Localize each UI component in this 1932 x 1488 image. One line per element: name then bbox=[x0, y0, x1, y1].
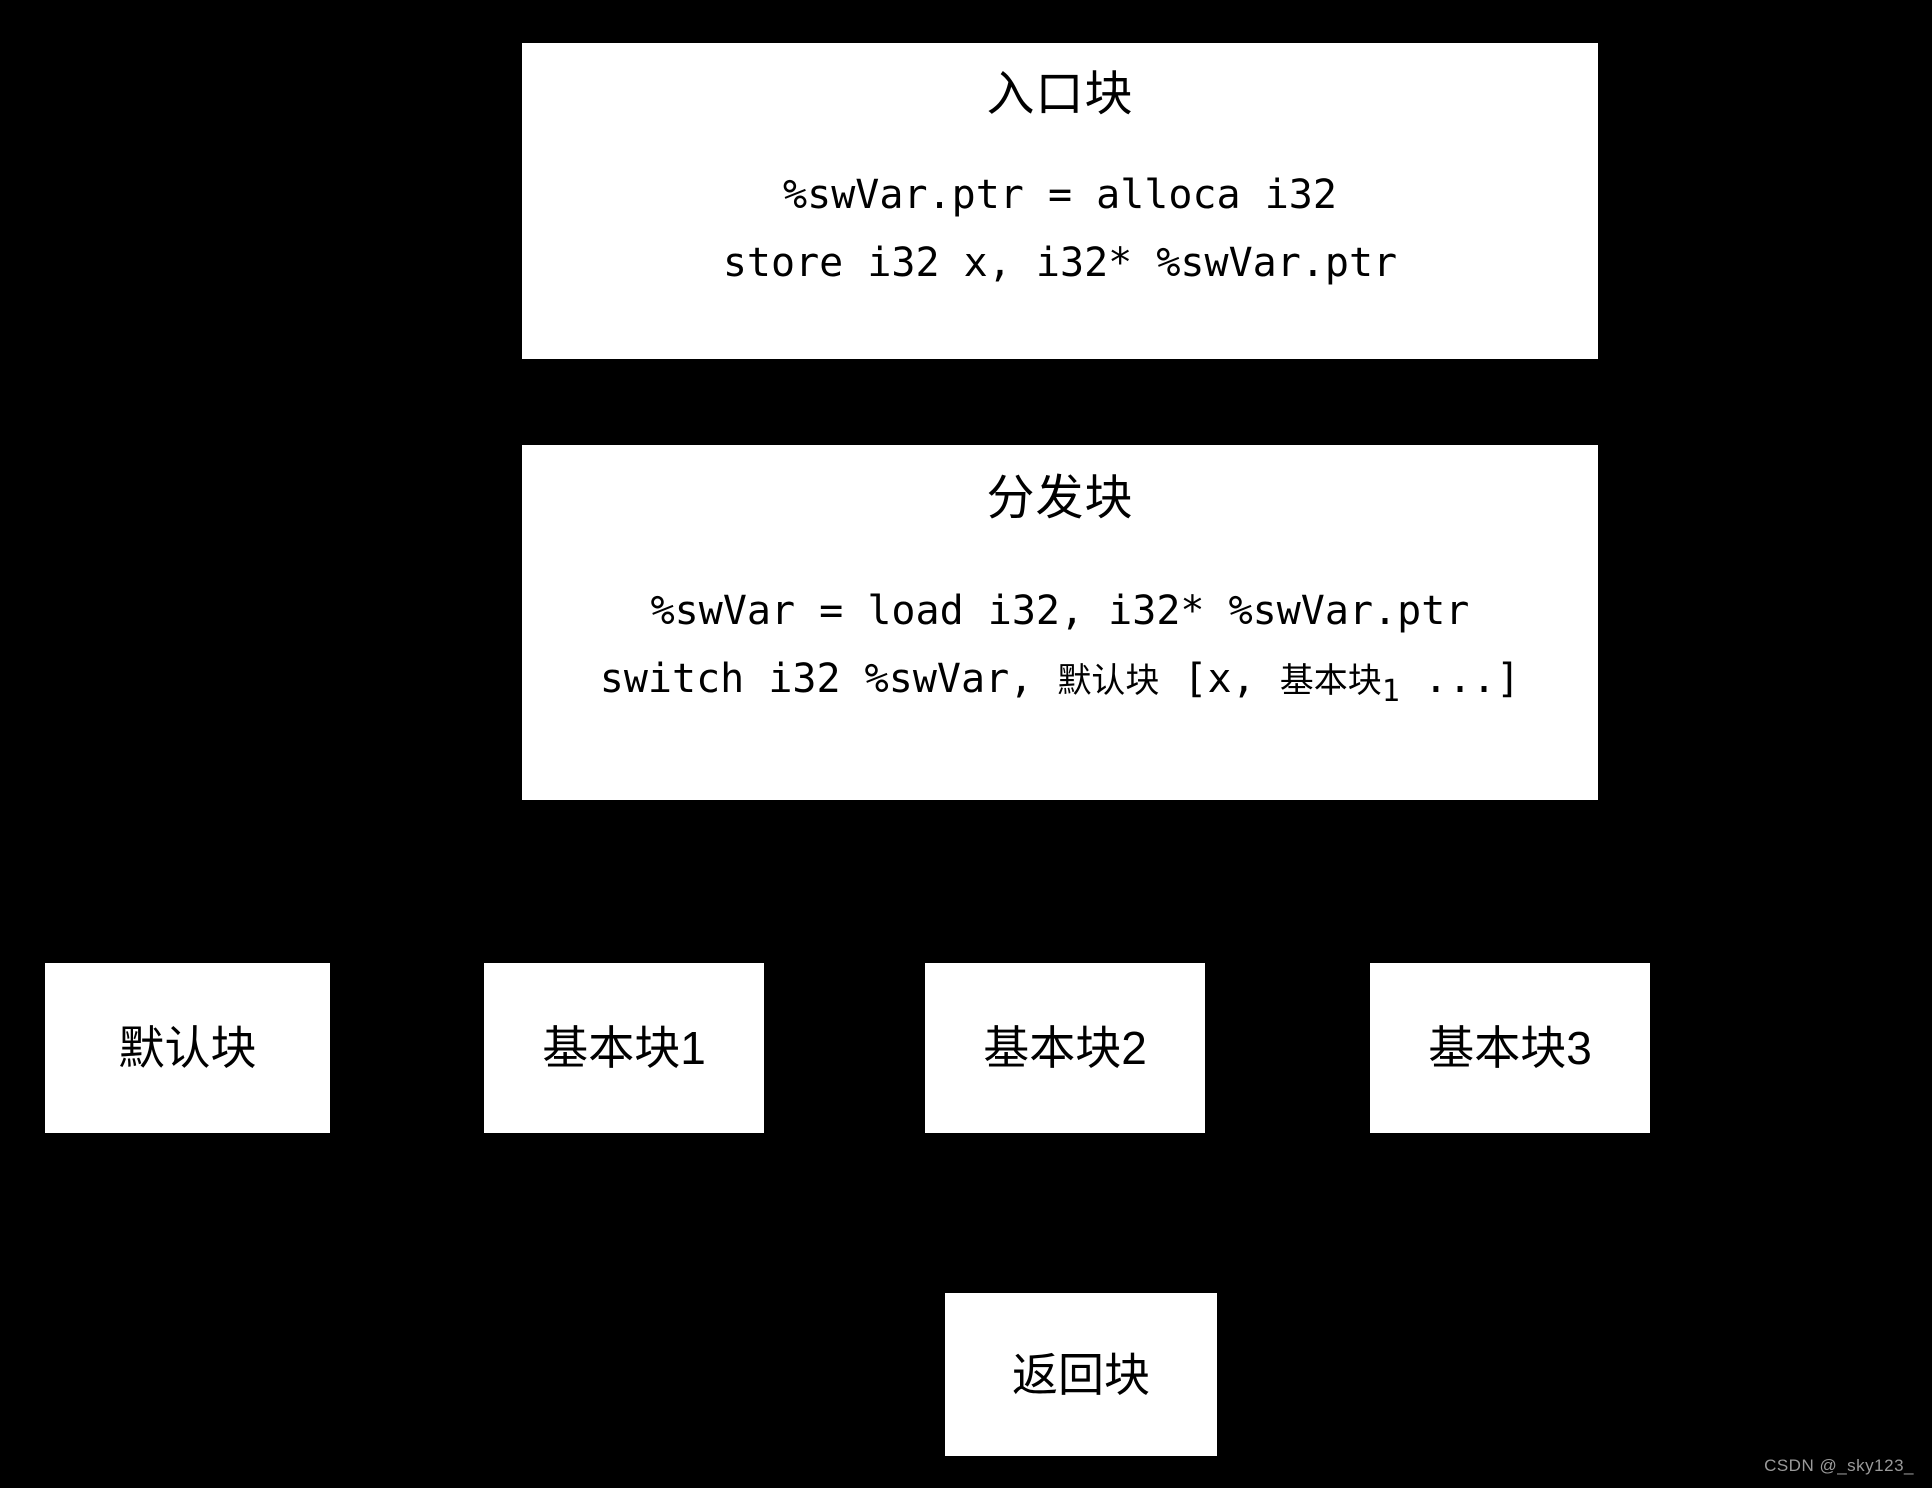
switch-ellipsis: ... bbox=[1399, 656, 1497, 702]
switch-bracket-open: [x, bbox=[1159, 656, 1280, 702]
dispatch-code-line-1: %swVar = load i32, i32* %swVar.ptr bbox=[650, 588, 1470, 634]
basic-block-2[interactable]: 基本块2 bbox=[925, 963, 1205, 1133]
entry-block[interactable]: 入口块 %swVar.ptr = alloca i32 store i32 x,… bbox=[522, 43, 1598, 359]
basic-block-2-label: 基本块2 bbox=[983, 1022, 1147, 1074]
switch-bracket-close: ] bbox=[1496, 656, 1521, 702]
entry-block-title: 入口块 bbox=[986, 68, 1134, 121]
switch-case-label: 基本块 bbox=[1279, 662, 1382, 700]
dispatch-block-title: 分发块 bbox=[986, 472, 1134, 525]
entry-block-code: %swVar.ptr = alloca i32 store i32 x, i32… bbox=[522, 161, 1598, 297]
return-block-label: 返回块 bbox=[1012, 1348, 1150, 1401]
basic-block-1[interactable]: 基本块1 bbox=[484, 963, 764, 1133]
entry-code-line-2: store i32 x, i32* %swVar.ptr bbox=[722, 240, 1398, 286]
dispatch-block-code: %swVar = load i32, i32* %swVar.ptr switc… bbox=[522, 577, 1598, 726]
return-block[interactable]: 返回块 bbox=[945, 1293, 1217, 1456]
switch-default-label: 默认块 bbox=[1057, 662, 1160, 700]
basic-block-3-label: 基本块3 bbox=[1428, 1022, 1592, 1074]
dispatch-block[interactable]: 分发块 %swVar = load i32, i32* %swVar.ptr s… bbox=[522, 445, 1598, 800]
default-block[interactable]: 默认块 bbox=[45, 963, 330, 1133]
dispatch-switch-line: switch i32 %swVar, 默认块 [x, 基本块1 ...] bbox=[600, 645, 1520, 726]
switch-case-subscript: 1 bbox=[1381, 674, 1400, 709]
watermark: CSDN @_sky123_ bbox=[1764, 1456, 1914, 1475]
basic-block-1-label: 基本块1 bbox=[542, 1022, 706, 1074]
entry-code-line-1: %swVar.ptr = alloca i32 bbox=[783, 172, 1337, 218]
default-block-label: 默认块 bbox=[118, 1022, 257, 1074]
basic-block-3[interactable]: 基本块3 bbox=[1370, 963, 1650, 1133]
switch-prefix: switch i32 %swVar, bbox=[599, 656, 1058, 702]
